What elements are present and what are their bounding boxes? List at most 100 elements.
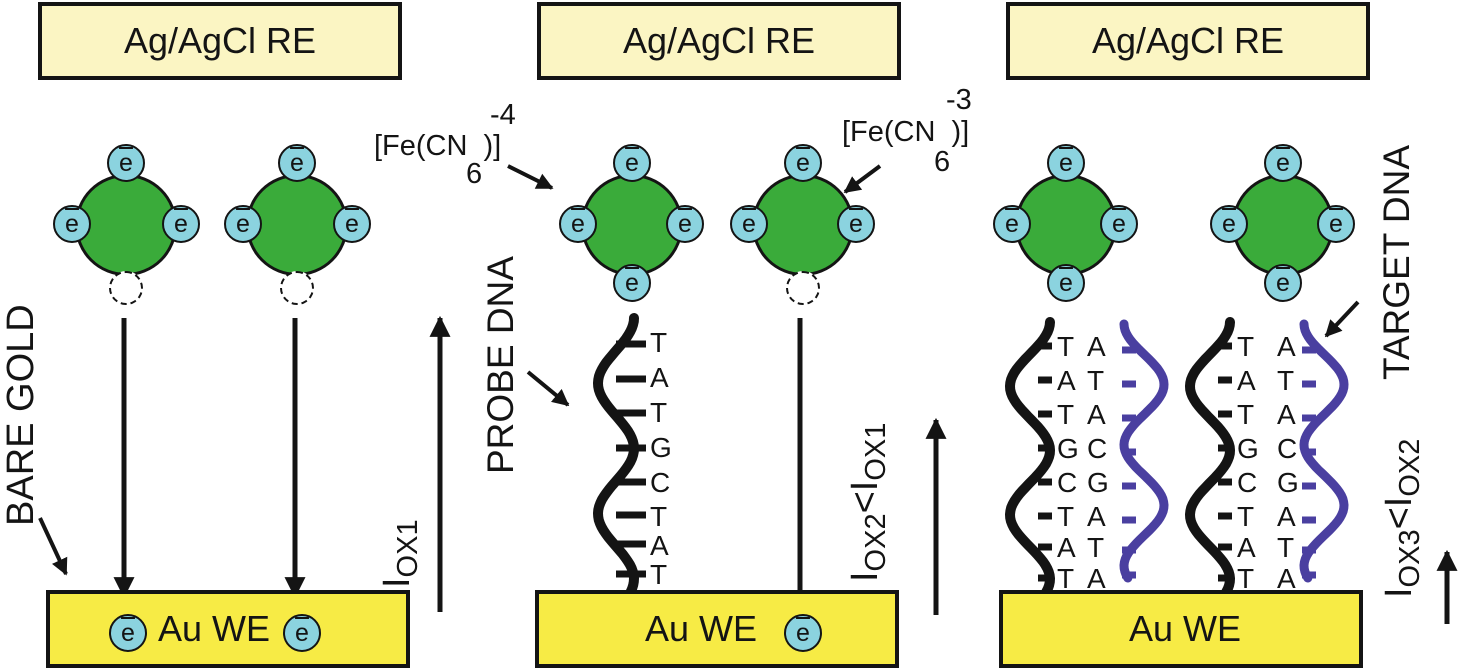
probe-base: C bbox=[1237, 467, 1258, 498]
electron: e bbox=[784, 144, 822, 182]
probe-base: A bbox=[1237, 532, 1256, 563]
transferred-electron: e bbox=[109, 614, 147, 652]
electron: e bbox=[1100, 205, 1138, 243]
electron: e bbox=[224, 205, 262, 243]
electron: e bbox=[1047, 144, 1085, 182]
empty-electron-site bbox=[109, 271, 143, 305]
current-i3-label: IOX3<IOX2 bbox=[1378, 438, 1427, 598]
target-base: A bbox=[1277, 501, 1296, 532]
target-base: T bbox=[1087, 365, 1105, 396]
probe-base: T bbox=[1237, 501, 1255, 532]
probe-base: T bbox=[650, 501, 668, 532]
current-i2-label: IOX2<IOX1 bbox=[844, 422, 893, 582]
probe-dna-pointer bbox=[526, 370, 570, 407]
electron: e bbox=[613, 144, 651, 182]
bare-gold-pointer bbox=[38, 517, 68, 576]
target-base: A bbox=[1087, 331, 1106, 362]
probe-base: C bbox=[1057, 467, 1078, 498]
ferrocyanide-charge: -4 bbox=[490, 99, 516, 131]
electron: e bbox=[613, 264, 651, 302]
bare-gold-label: BARE GOLD bbox=[0, 304, 42, 526]
probe-base: T bbox=[1057, 563, 1075, 594]
probe-base: C bbox=[650, 467, 671, 498]
probe-base: T bbox=[1057, 501, 1075, 532]
probe-base: T bbox=[650, 397, 668, 428]
target-base: G bbox=[1277, 467, 1299, 498]
reference-electrode-1: Ag/AgCl RE bbox=[38, 2, 402, 80]
probe-base: T bbox=[650, 327, 668, 358]
electron: e bbox=[333, 205, 371, 243]
target-base: C bbox=[1087, 433, 1108, 464]
probe-base: T bbox=[1237, 399, 1255, 430]
electron: e bbox=[1264, 264, 1302, 302]
electron: e bbox=[837, 205, 875, 243]
ferricyanide-subscript: 6 bbox=[934, 146, 951, 178]
working-electrode-2: Au WE bbox=[535, 590, 899, 668]
electron: e bbox=[278, 144, 316, 182]
target-dna-label: TARGET DNA bbox=[1376, 144, 1417, 380]
working-electrode-label: Au WE bbox=[1128, 608, 1242, 649]
target-base: C bbox=[1277, 433, 1298, 464]
target-dna-pointer bbox=[1324, 300, 1360, 338]
electron: e bbox=[1210, 205, 1248, 243]
probe-base: T bbox=[1057, 331, 1075, 362]
ferrocyanide-subscript: 6 bbox=[466, 158, 483, 190]
target-base: T bbox=[1277, 532, 1295, 563]
target-base: A bbox=[1087, 399, 1106, 430]
probe-base: T bbox=[1237, 331, 1255, 362]
ferricyanide-charge: -3 bbox=[946, 84, 972, 116]
probe-base: A bbox=[1057, 532, 1076, 563]
electron: e bbox=[1317, 205, 1355, 243]
working-electrode-1: Au WE bbox=[46, 590, 410, 668]
ferricyanide-pointer bbox=[843, 164, 882, 194]
probe-base: G bbox=[1057, 433, 1079, 464]
target-base: T bbox=[1087, 532, 1105, 563]
target-base: A bbox=[1277, 399, 1296, 430]
electron: e bbox=[162, 205, 200, 243]
probe-base: A bbox=[1057, 365, 1076, 396]
target-base: T bbox=[1277, 365, 1295, 396]
electron: e bbox=[559, 205, 597, 243]
transferred-electron: e bbox=[283, 614, 321, 652]
probe-base: T bbox=[650, 559, 668, 590]
electron: e bbox=[666, 205, 704, 243]
probe-base: T bbox=[1057, 399, 1075, 430]
ferrocyanide-pointer bbox=[507, 164, 554, 190]
target-base: A bbox=[1277, 331, 1296, 362]
current-i1-label: IOX1 bbox=[376, 519, 425, 588]
ferrocyanide-formula: [Fe(CN)] bbox=[374, 130, 502, 162]
probe-base: G bbox=[1237, 433, 1259, 464]
target-base: A bbox=[1277, 563, 1296, 594]
probe-dna-strand bbox=[1184, 317, 1236, 597]
probe-dna-strand bbox=[1004, 317, 1056, 597]
probe-base: A bbox=[650, 530, 669, 561]
probe-base: A bbox=[1237, 365, 1256, 396]
ferricyanide-formula: [Fe(CN)] bbox=[842, 116, 970, 148]
probe-dna-strand bbox=[592, 313, 640, 597]
target-base: A bbox=[1087, 563, 1106, 594]
empty-electron-site bbox=[786, 271, 820, 305]
working-electrode-label: Au WE bbox=[157, 608, 271, 649]
reference-electrode-label: Ag/AgCl RE bbox=[123, 20, 317, 61]
reference-electrode-3: Ag/AgCl RE bbox=[1006, 2, 1370, 80]
probe-dna-label: PROBE DNA bbox=[480, 256, 521, 474]
electron: e bbox=[107, 144, 145, 182]
dna-strands bbox=[592, 313, 1349, 597]
electron: e bbox=[1047, 264, 1085, 302]
probe-base: G bbox=[650, 432, 672, 463]
target-base: G bbox=[1087, 467, 1109, 498]
electron: e bbox=[730, 205, 768, 243]
transferred-electron: e bbox=[784, 614, 822, 652]
working-electrode-3: Au WE bbox=[999, 590, 1363, 668]
electron: e bbox=[53, 205, 91, 243]
working-electrode-label: Au WE bbox=[644, 608, 758, 649]
electron: e bbox=[1264, 144, 1302, 182]
electron: e bbox=[993, 205, 1031, 243]
probe-base: A bbox=[650, 362, 669, 393]
probe-base: T bbox=[1237, 563, 1255, 594]
target-base: A bbox=[1087, 501, 1106, 532]
empty-electron-site bbox=[280, 271, 314, 305]
reference-electrode-label: Ag/AgCl RE bbox=[622, 20, 816, 61]
reference-electrode-2: Ag/AgCl RE bbox=[537, 2, 901, 80]
